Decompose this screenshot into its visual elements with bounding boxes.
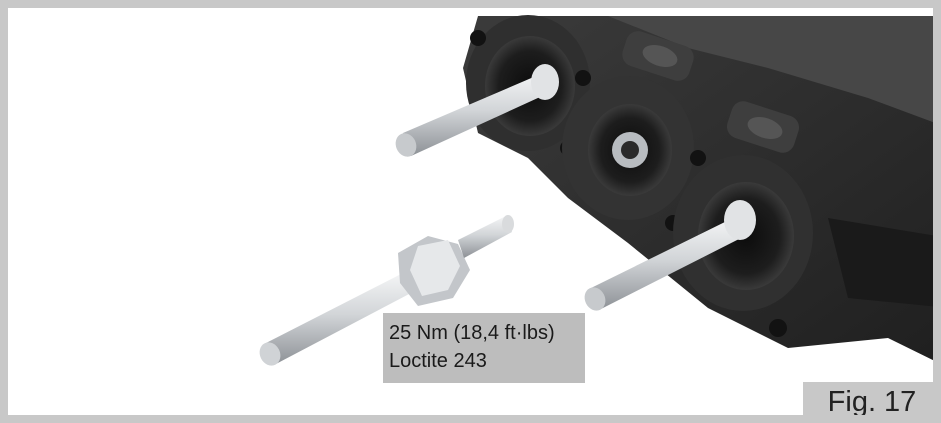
figure-number: Fig. 17 bbox=[803, 382, 933, 415]
hex-nut bbox=[398, 236, 470, 306]
torque-spec: 25 Nm (18,4 ft·lbs) bbox=[389, 322, 555, 344]
installed-piston-rod-3 bbox=[584, 200, 756, 311]
cylinder-port-2 bbox=[562, 70, 694, 231]
torque-callout: 25 Nm (18,4 ft·lbs) Loctite 243 bbox=[383, 313, 585, 383]
installed-piston-rod-1 bbox=[395, 64, 559, 157]
threadlocker-spec: Loctite 243 bbox=[389, 350, 487, 372]
loose-piston-rod bbox=[259, 215, 514, 366]
pump-illustration bbox=[259, 15, 933, 366]
pump-housing bbox=[463, 15, 933, 361]
